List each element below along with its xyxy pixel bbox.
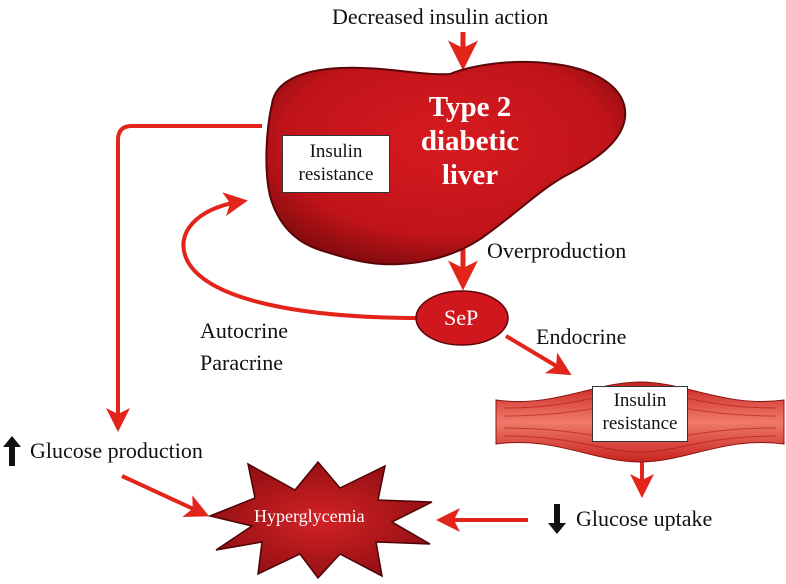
liver-title-line-1: Type 2: [428, 91, 512, 123]
muscle-insulin-resistance-box: Insulin resistance: [592, 386, 688, 442]
up-arrow-icon: [3, 436, 21, 466]
liver-insulin-resistance-box: Insulin resistance: [282, 135, 390, 193]
down-arrow-icon: [548, 504, 566, 534]
arrow-production-to-hyperglycemia: [121, 474, 210, 518]
paracrine-label: Paracrine: [200, 350, 284, 375]
hyperglycemia-label: Hyperglycemia: [254, 506, 365, 526]
muscle-box-line-2: resistance: [602, 413, 678, 434]
sep-label: SeP: [444, 305, 479, 330]
liver-title-line-3: liver: [441, 159, 499, 191]
glucose-uptake-label: Glucose uptake: [576, 506, 713, 531]
autocrine-label: Autocrine: [200, 318, 288, 343]
muscle-box-line-1: Insulin: [613, 390, 667, 411]
hyperglycemia-burst: [207, 460, 433, 580]
arrow-endocrine: [504, 334, 572, 376]
liver-title: Type 2 diabetic liver: [395, 90, 545, 192]
glucose-production-label: Glucose production: [30, 438, 203, 463]
liver-box-line-1: Insulin: [309, 141, 363, 162]
arrow-liver-to-glucose-production: [106, 124, 262, 432]
arrow-autocrine-loop: [181, 192, 421, 320]
decreased-insulin-action-label: Decreased insulin action: [332, 4, 549, 29]
overproduction-label: Overproduction: [487, 238, 627, 263]
endocrine-label: Endocrine: [536, 324, 627, 349]
sep-ellipse: [415, 290, 509, 346]
liver-box-line-2: resistance: [298, 164, 374, 185]
liver-title-line-2: diabetic: [420, 125, 520, 157]
